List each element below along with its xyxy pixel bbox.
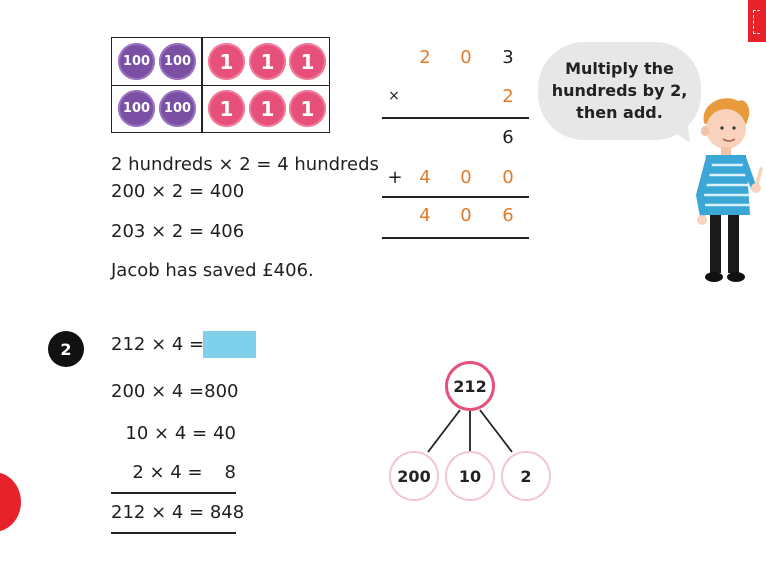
column-digit: 2 <box>502 86 514 107</box>
column-rule <box>382 196 529 198</box>
hundred-counter: 100 <box>118 90 155 127</box>
column-digit: 3 <box>502 47 514 68</box>
pv-row-1: 100 100 1 1 1 <box>112 38 329 86</box>
sum-rule <box>111 492 236 494</box>
one-counter: 1 <box>289 90 326 127</box>
step-row: 200 × 4 =800 <box>111 381 239 402</box>
conclusion-text: Jacob has saved £406. <box>111 260 314 281</box>
place-value-grid: 100 100 1 1 1 100 100 1 1 1 <box>111 37 330 133</box>
speech-bubble: Multiply the hundreds by 2, then add. <box>538 42 701 140</box>
corner-badge <box>748 0 766 42</box>
question-prompt: 212 × 4 = <box>111 334 205 355</box>
column-digit: 0 <box>460 205 472 226</box>
speech-line: Multiply the <box>565 59 674 78</box>
working-line-1: 2 hundreds × 2 = 4 hundreds <box>111 154 379 175</box>
column-digit: 6 <box>502 205 514 226</box>
plus-sign: + <box>387 167 403 188</box>
column-digit: 4 <box>419 167 431 188</box>
step-row: 2 × 4 = 8 <box>111 462 236 483</box>
part-whole-part: 10 <box>445 451 495 501</box>
question-number-badge: 2 <box>48 331 84 367</box>
working-line-3: 203 × 2 = 406 <box>111 221 245 242</box>
boy-character-illustration <box>696 98 763 282</box>
face <box>706 109 746 149</box>
part-whole-part: 200 <box>389 451 439 501</box>
column-digit: 0 <box>460 47 472 68</box>
pv-row-2: 100 100 1 1 1 <box>112 85 329 132</box>
part-whole-whole: 212 <box>445 361 495 411</box>
total-line: 212 × 4 = 848 <box>111 502 245 523</box>
step-right: 800 <box>204 381 239 402</box>
hundred-counter: 100 <box>118 43 155 80</box>
working-line-2: 200 × 2 = 400 <box>111 181 245 202</box>
speech-line: then add. <box>576 103 663 122</box>
legs <box>710 215 721 273</box>
answer-box[interactable] <box>203 331 256 358</box>
step-left: 2 × 4 = <box>132 462 203 483</box>
hundred-counter: 100 <box>159 43 196 80</box>
column-digit: 0 <box>460 167 472 188</box>
column-rule <box>382 237 529 239</box>
column-digit: 6 <box>502 127 514 148</box>
sum-rule <box>111 532 236 534</box>
step-left: 10 × 4 = <box>125 423 208 444</box>
column-digit: 2 <box>419 47 431 68</box>
column-digit: 4 <box>419 205 431 226</box>
one-counter: 1 <box>208 43 245 80</box>
page-marker-circle <box>0 472 21 532</box>
part-whole-part: 2 <box>501 451 551 501</box>
one-counter: 1 <box>249 43 286 80</box>
hundred-counter: 100 <box>159 90 196 127</box>
one-counter: 1 <box>208 90 245 127</box>
column-digit: 0 <box>502 167 514 188</box>
column-rule <box>382 117 529 119</box>
speech-line: hundreds by 2, <box>551 81 688 100</box>
one-counter: 1 <box>249 90 286 127</box>
step-right: 8 <box>224 462 236 483</box>
one-counter: 1 <box>289 43 326 80</box>
step-row: 10 × 4 =40 <box>111 423 236 444</box>
step-left: 200 × 4 = <box>111 381 205 402</box>
multiply-sign: × <box>388 88 400 104</box>
step-right: 40 <box>213 423 236 444</box>
